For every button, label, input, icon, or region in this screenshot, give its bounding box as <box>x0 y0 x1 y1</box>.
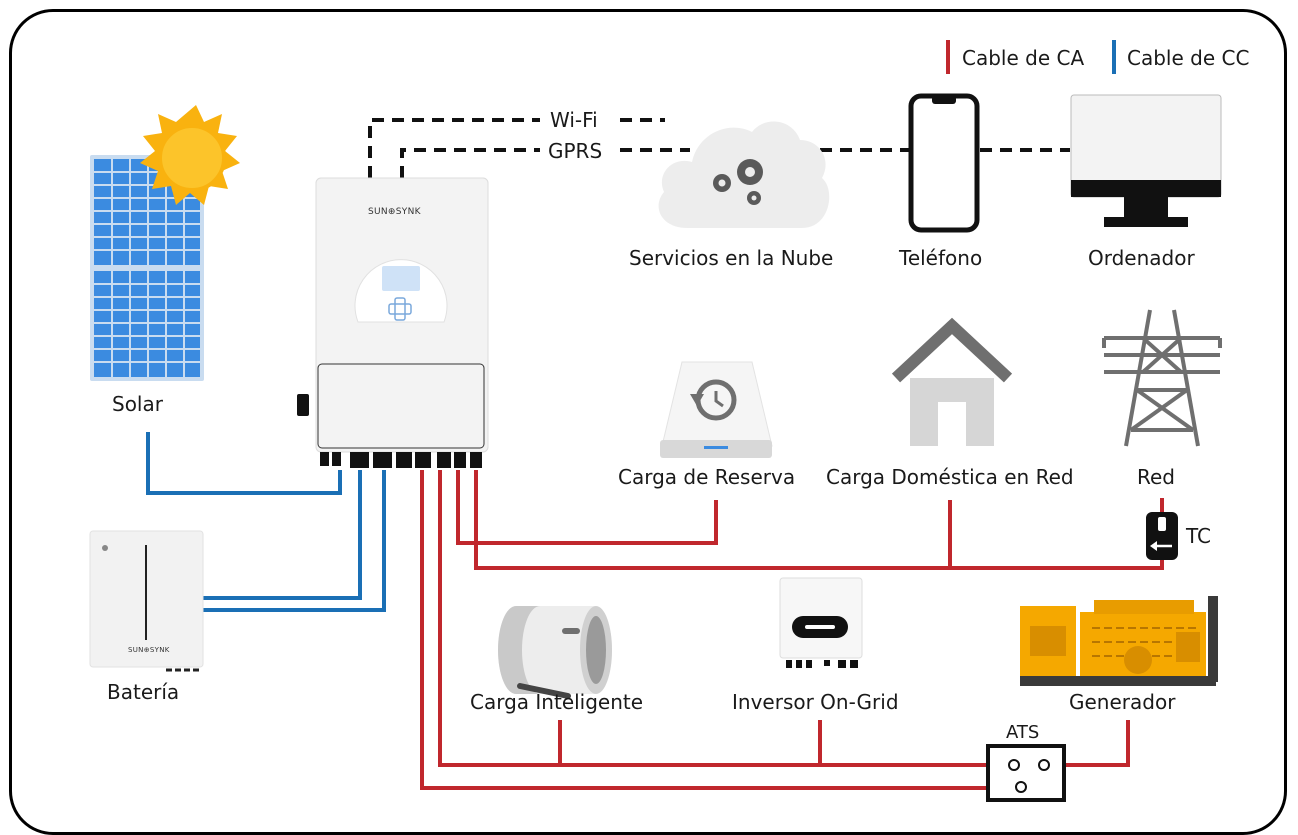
backup-load-label: Carga de Reserva <box>618 465 796 489</box>
inverter-brand: SUN⊕SYNK <box>368 207 421 217</box>
ac-legend-mark <box>946 40 950 74</box>
ac-cable-label: Cable de CA <box>962 46 1085 70</box>
solar-panel-icon <box>90 155 204 381</box>
hybrid-inverter-icon <box>297 177 489 468</box>
house-icon <box>891 317 1013 446</box>
wifi-line <box>368 118 540 178</box>
dc-legend-mark <box>1112 40 1116 74</box>
dc-cable-label: Cable de CC <box>1127 46 1250 70</box>
grid-port-cable <box>420 470 990 790</box>
system-diagram <box>89 40 1222 802</box>
ct-label: TC <box>1186 524 1212 548</box>
solar-label: Solar <box>112 392 163 416</box>
gprs-label: GPRS <box>548 139 603 163</box>
ats-switch-icon <box>986 744 1066 802</box>
phone-label: Teléfono <box>899 246 983 270</box>
grid-label: Red <box>1137 465 1175 489</box>
backup-load-cable <box>456 470 718 545</box>
dc-cables <box>146 432 386 612</box>
generator-cable <box>1064 720 1130 767</box>
water-heater-icon <box>498 606 612 699</box>
comm-lines <box>368 118 1070 178</box>
ongrid-inverter-icon <box>779 577 863 668</box>
home-load-label: Carga Doméstica en Red <box>826 465 1074 489</box>
battery-dc-cable-2 <box>203 470 386 612</box>
battery-label: Batería <box>107 680 180 704</box>
wifi-label: Wi-Fi <box>550 108 598 132</box>
battery-brand: SUN⊕SYNK <box>128 646 170 654</box>
computer-icon <box>1070 94 1222 227</box>
generator-icon <box>1020 596 1218 686</box>
solar-dc-cable <box>146 432 342 495</box>
ongrid-inverter-label: Inversor On-Grid <box>732 690 899 714</box>
computer-label: Ordenador <box>1088 246 1195 270</box>
gen-port-cable <box>438 470 990 767</box>
backup-drive-icon <box>660 361 773 458</box>
battery-dc-cable-1 <box>203 470 362 600</box>
battery-icon <box>89 530 204 672</box>
ct-clamp-icon <box>1146 512 1178 560</box>
ats-label: ATS <box>1006 722 1040 743</box>
smart-load-label: Carga Inteligente <box>470 690 644 714</box>
generator-label: Generador <box>1069 690 1176 714</box>
phone-icon <box>908 93 980 233</box>
grid-tower-icon <box>1102 309 1222 447</box>
gear-icon <box>713 159 763 205</box>
sun-icon <box>140 105 240 205</box>
gprs-line <box>400 148 540 178</box>
cloud-label: Servicios en la Nube <box>629 246 834 270</box>
